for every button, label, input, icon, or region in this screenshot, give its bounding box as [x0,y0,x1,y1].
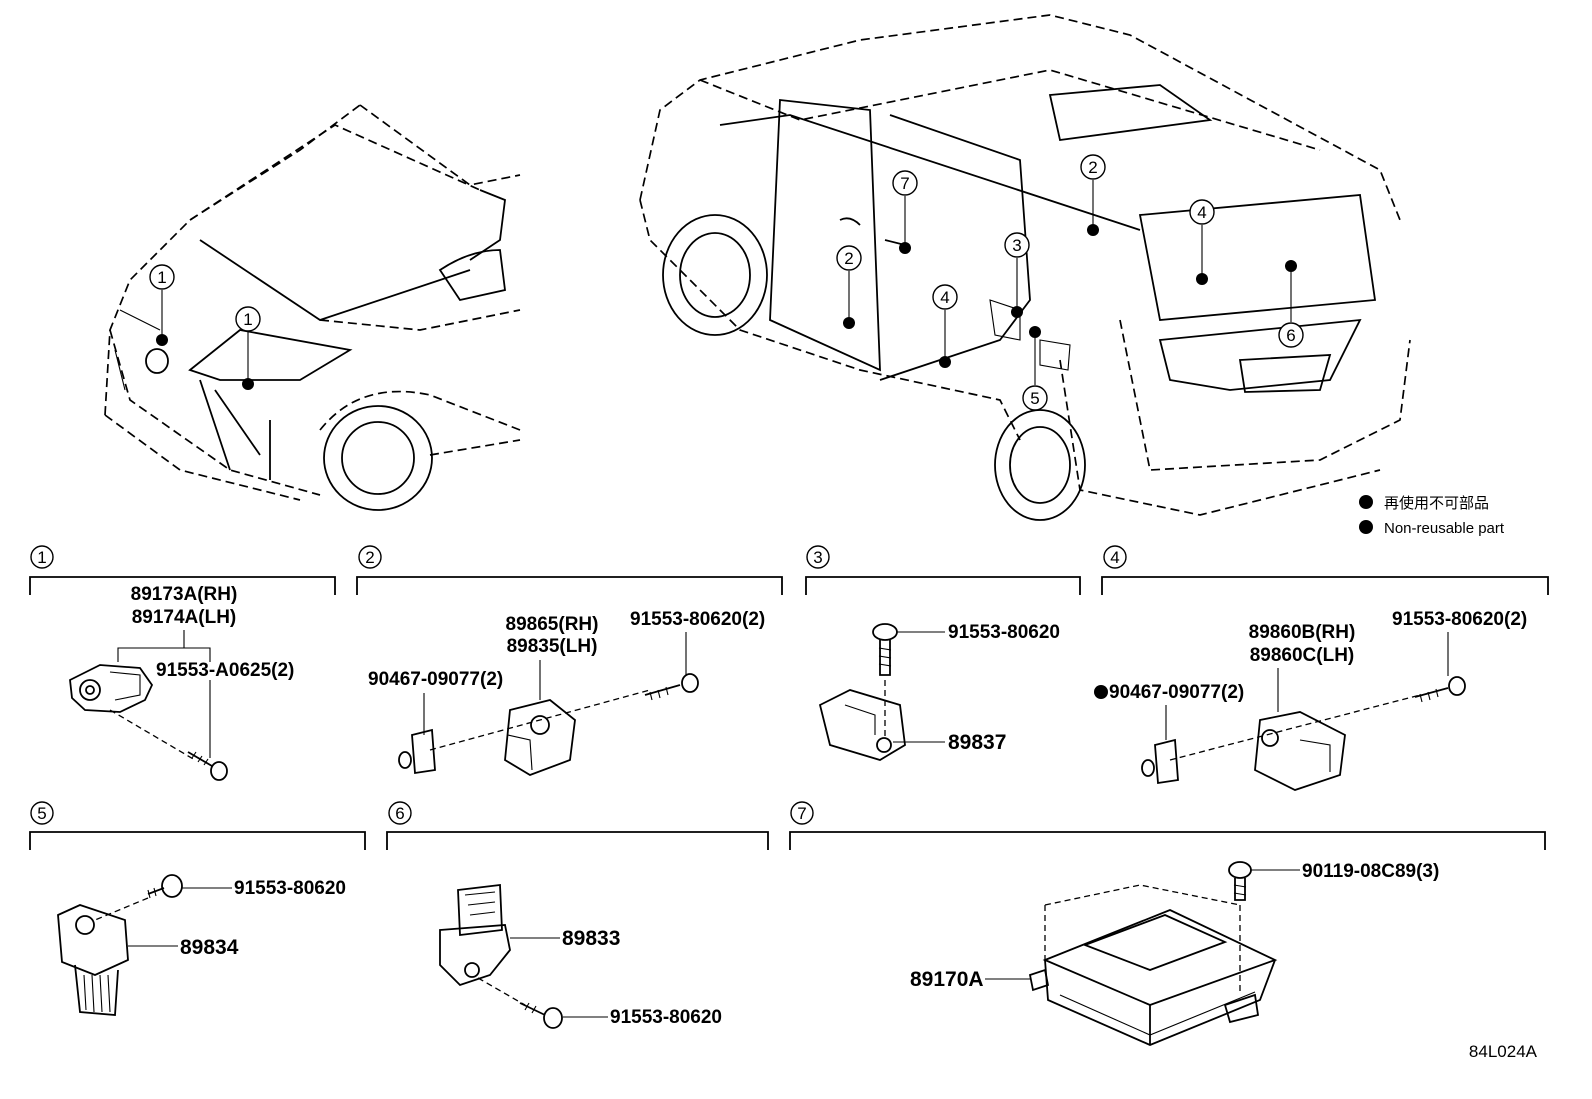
section-4: 4 89860B(RH) 89860C(LH) 91553-80620(2) 9… [1094,545,1549,791]
side-sensor-shape-s4 [1254,711,1346,791]
part-89834: 89834 [180,936,239,959]
part-89835: 89835(LH) [507,636,598,657]
part-91553-80620-s2: 91553-80620(2) [630,609,765,630]
bolt-s6 [519,1002,563,1029]
section-1-number: 1 [37,548,46,567]
section-3-number: 3 [813,548,822,567]
part-89837: 89837 [948,731,1006,754]
bolt-s2 [644,673,699,701]
legend-en-text: Non-reusable part [1384,520,1505,537]
side-sensor-shape-s2 [504,699,576,776]
part-89174A: 89174A(LH) [132,607,237,628]
callout-2b: 2 [1088,158,1097,177]
section-7-number: 7 [797,804,806,823]
bolt-s7 [1228,861,1252,901]
section-1: 1 89173A(RH) 89174A(LH) 91553-A0625(2) [29,545,336,781]
sensor-shape-s5 [57,904,129,1016]
section-3: 3 91553-80620 89837 [805,545,1081,761]
section-6-number: 6 [395,804,404,823]
section-5-number: 5 [37,804,46,823]
clip-s2 [398,728,436,775]
airbag-ecu-shape [1028,909,1278,1046]
callout-2a: 2 [844,249,853,268]
part-90119-08C89: 90119-08C89(3) [1302,861,1439,882]
callout-6: 6 [1286,326,1295,345]
part-90467-09077-s4: 90467-09077(2) [1109,682,1244,703]
sensor-shape-s3 [818,689,906,761]
clip-s4 [1141,738,1179,785]
legend: 再使用不可部品 Non-reusable part [1359,495,1505,537]
part-89170A: 89170A [910,968,984,991]
callout-7: 7 [900,174,909,193]
diagram-code: 84L024A [1469,1042,1538,1061]
callout-4b: 4 [1197,203,1206,222]
front-vehicle-view: 1 1 [104,104,521,511]
legend-jp-text: 再使用不可部品 [1384,495,1489,512]
callout-4a: 4 [940,288,949,307]
callout-1a: 1 [157,268,166,287]
part-89860C: 89860C(LH) [1250,645,1355,666]
part-91553-A0625: 91553-A0625(2) [156,660,294,681]
part-91553-80620-s3: 91553-80620 [948,622,1060,643]
front-airbag-sensor-shape [69,664,154,713]
section-2-number: 2 [365,548,374,567]
part-91553-80620-s4: 91553-80620(2) [1392,609,1527,630]
part-91553-80620-s5: 91553-80620 [234,878,346,899]
section-2: 2 89865(RH) 89835(LH) 91553-80620(2) 904… [356,545,783,776]
callout-3: 3 [1012,236,1021,255]
section-6: 6 89833 91553-80620 [386,801,769,1029]
section-4-number: 4 [1110,548,1119,567]
part-90467-09077-s2: 90467-09077(2) [368,669,503,690]
bolt-1 [187,751,228,781]
section-5: 5 91553-80620 89834 [29,801,366,1016]
part-89833: 89833 [562,927,620,950]
bolt-s3 [872,623,898,676]
sensor-shape-s6 [439,883,511,987]
part-89173A: 89173A(RH) [131,584,238,605]
bolt-s4 [1414,676,1466,703]
part-89860B: 89860B(RH) [1249,622,1356,643]
rear-vehicle-view: 2 2 3 4 4 5 6 7 [639,14,1411,521]
section-7: 7 90119-08C89(3) 89170A [789,801,1546,1046]
part-91553-80620-s6: 91553-80620 [610,1007,722,1028]
callout-5: 5 [1030,389,1039,408]
callout-1b: 1 [243,310,252,329]
part-89865: 89865(RH) [506,614,599,635]
bolt-s5 [147,874,183,899]
